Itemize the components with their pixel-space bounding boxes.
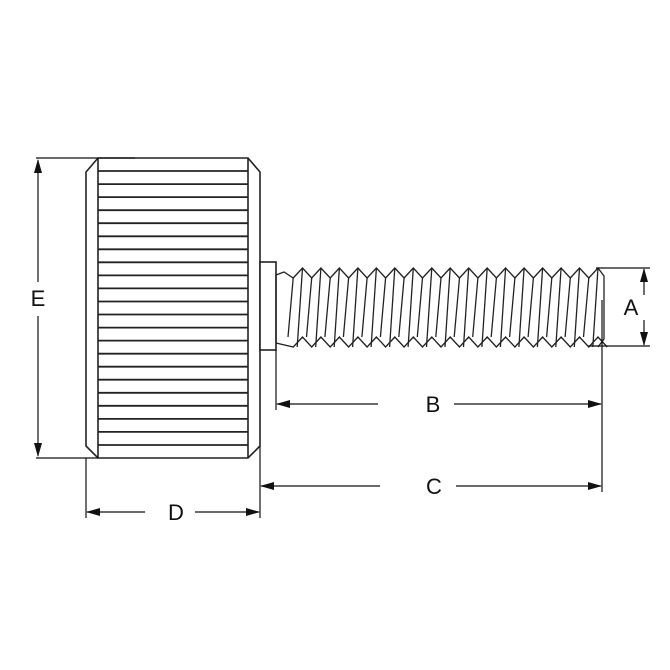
dimension-label-e: E (31, 286, 46, 311)
knurled-head (86, 158, 260, 458)
dimension-label-a: A (624, 295, 639, 320)
dimension-label-b: B (426, 392, 441, 417)
threaded-shaft (276, 268, 607, 347)
dimension-label-d: D (168, 500, 184, 525)
shank-collar (260, 262, 276, 350)
dimension-label-c: C (426, 474, 442, 499)
